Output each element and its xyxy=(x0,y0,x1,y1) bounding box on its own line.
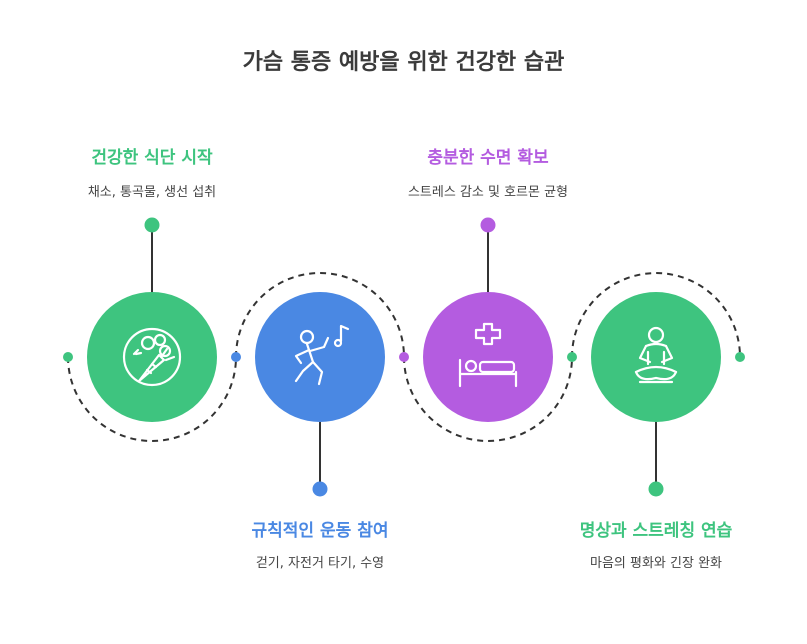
arc-dot xyxy=(231,352,241,362)
step-circle-2 xyxy=(255,292,385,422)
arc-dot xyxy=(63,352,73,362)
connector-arc xyxy=(67,356,237,442)
arc-dot xyxy=(399,352,409,362)
stem-dot xyxy=(144,217,160,233)
step-circle-3 xyxy=(423,292,553,422)
step-desc-2: 걷기, 자전거 타기, 수영 xyxy=(255,556,385,571)
step-desc-1: 채소, 통곡물, 생선 섭취 xyxy=(87,185,217,200)
connector-arc xyxy=(571,272,741,358)
connector-arc xyxy=(403,356,573,442)
step-title-3: 충분한 수면 확보 xyxy=(427,148,549,168)
step-circle-1 xyxy=(87,292,217,422)
connector-arc xyxy=(235,272,405,358)
arc-dot xyxy=(567,352,577,362)
step-title-2: 규칙적인 운동 참여 xyxy=(251,521,389,541)
exercise-icon xyxy=(294,324,350,386)
vegetable-icon xyxy=(122,327,182,387)
step-circle-4 xyxy=(591,292,721,422)
stem-dot xyxy=(648,481,664,497)
stem-dot xyxy=(312,481,328,497)
bed-icon xyxy=(458,322,518,388)
meditation-icon xyxy=(634,326,678,384)
step-title-1: 건강한 식단 시작 xyxy=(91,148,213,168)
step-desc-3: 스트레스 감소 및 호르몬 균형 xyxy=(407,185,569,200)
page-title: 가슴 통증 예방을 위한 건강한 습관 xyxy=(242,50,565,75)
step-title-4: 명상과 스트레칭 연습 xyxy=(579,521,733,541)
arc-dot xyxy=(735,352,745,362)
step-desc-4: 마음의 평화와 긴장 완화 xyxy=(590,556,722,571)
stem-dot xyxy=(480,217,496,233)
